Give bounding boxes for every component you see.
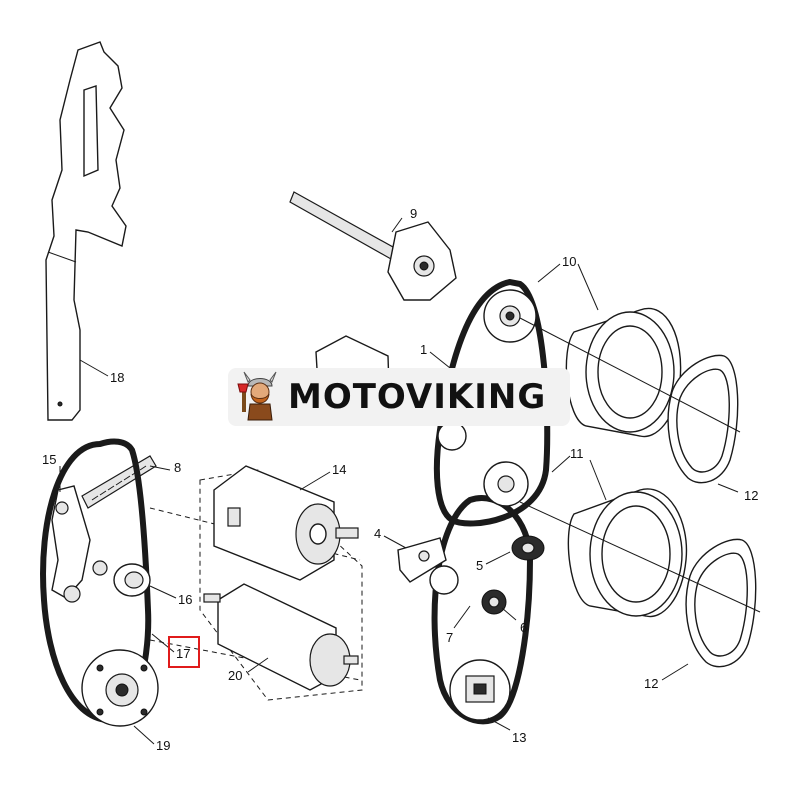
callout-4: 4 xyxy=(374,526,381,541)
part-5-double-pulley xyxy=(511,535,545,561)
callout-1: 1 xyxy=(420,342,427,357)
callout-13: 13 xyxy=(512,730,526,745)
highlighted-callout-box xyxy=(168,636,200,668)
callout-17: 17 xyxy=(176,646,190,661)
viking-mascot-icon xyxy=(237,371,277,421)
alignment-guide xyxy=(199,469,363,701)
part-16-idler-pulley xyxy=(113,563,151,597)
callout-6: 6 xyxy=(520,620,527,635)
part-18-guard-panel xyxy=(45,41,127,421)
callout-12-bottom: 12 xyxy=(644,676,658,691)
callout-19: 19 xyxy=(156,738,170,753)
callout-8: 8 xyxy=(174,460,181,475)
part-13-bottom-pulley xyxy=(449,659,511,721)
part-12-cover-bottom xyxy=(685,538,757,668)
part-12-cover-top xyxy=(667,354,739,484)
callout-15: 15 xyxy=(42,452,56,467)
callout-18: 18 xyxy=(110,370,124,385)
part-idler-pulleys xyxy=(429,421,529,595)
part-19-drive-pulley xyxy=(81,649,159,727)
brand-name: MOTOVIKING xyxy=(288,377,547,417)
brand-watermark: MOTOVIKING xyxy=(228,368,570,426)
part-11-drum-bottom xyxy=(567,488,688,618)
part-8-spring xyxy=(81,455,157,509)
callout-14: 14 xyxy=(332,462,346,477)
part-10-top-pulley xyxy=(483,289,537,343)
callout-7: 7 xyxy=(446,630,453,645)
callout-20: 20 xyxy=(228,668,242,683)
part-15-tensioner-arm xyxy=(51,485,108,603)
callout-16: 16 xyxy=(178,592,192,607)
part-4-bracket xyxy=(397,537,447,583)
callout-9: 9 xyxy=(410,206,417,221)
part-9-shaft-flange xyxy=(289,191,457,301)
part-11-drum-top xyxy=(565,307,682,438)
callout-12-top: 12 xyxy=(744,488,758,503)
callout-11: 11 xyxy=(570,446,584,461)
callout-10: 10 xyxy=(562,254,576,269)
part-20-roller xyxy=(203,583,359,691)
part-6-small-pulley xyxy=(481,589,507,615)
callout-5: 5 xyxy=(476,558,483,573)
part-14-motor xyxy=(213,465,359,581)
